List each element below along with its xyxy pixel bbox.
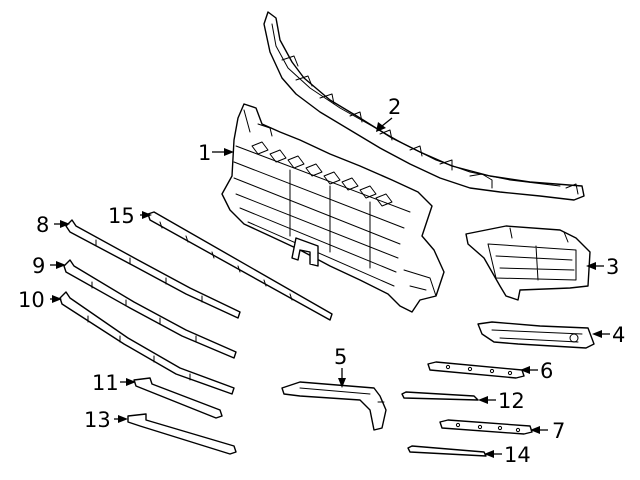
short-molding-b xyxy=(127,413,237,455)
callout-5: 5 xyxy=(334,345,347,369)
callout-11: 11 xyxy=(92,371,119,395)
upper-support-bracket xyxy=(263,11,585,201)
callout-6: 6 xyxy=(540,359,553,383)
callout-7: 7 xyxy=(552,419,565,443)
callout-13: 13 xyxy=(84,408,111,432)
lower-bracket xyxy=(281,381,387,431)
callout-4: 4 xyxy=(612,323,625,347)
callout-8: 8 xyxy=(36,213,49,237)
thin-strip-b xyxy=(407,445,487,457)
callout-10: 10 xyxy=(18,288,45,312)
callout-3: 3 xyxy=(606,255,619,279)
lamp-bezel xyxy=(477,321,595,349)
thin-strip-a xyxy=(401,391,479,401)
grille-assembly xyxy=(221,103,445,313)
short-molding-a xyxy=(133,377,223,419)
molding-strip-c xyxy=(59,291,235,395)
callout-2: 2 xyxy=(388,95,401,119)
molding-strip-a xyxy=(65,219,241,319)
mount-strip-upper xyxy=(427,361,525,379)
callout-12: 12 xyxy=(498,389,525,413)
callout-1: 1 xyxy=(198,141,211,165)
side-bracket xyxy=(465,225,591,301)
callout-9: 9 xyxy=(32,254,45,278)
callout-14: 14 xyxy=(504,443,531,467)
callout-15: 15 xyxy=(108,204,135,228)
molding-strip-b xyxy=(63,259,237,359)
mount-strip-lower xyxy=(439,419,533,435)
leader-lines xyxy=(50,117,610,458)
center-molding xyxy=(147,211,333,321)
